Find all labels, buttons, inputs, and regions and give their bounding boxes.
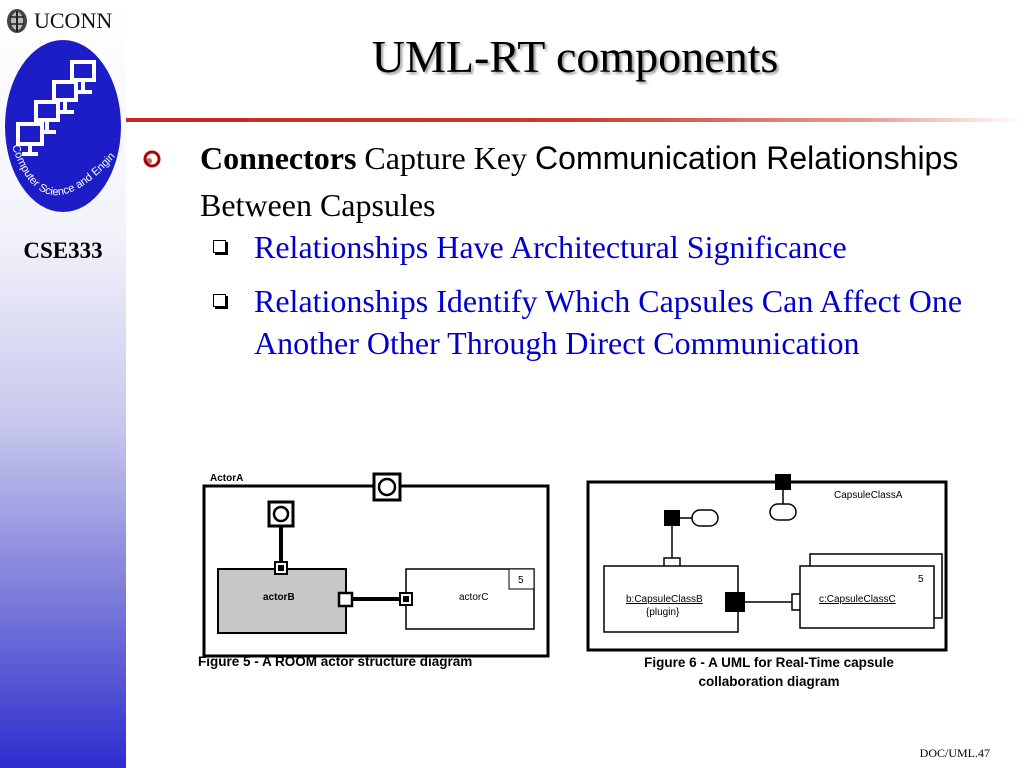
course-code: CSE333 <box>23 238 103 263</box>
title-divider <box>126 118 1024 122</box>
page-reference: DOC/UML.47 <box>919 746 990 760</box>
uconn-wordmark: UCONN <box>34 8 113 33</box>
main-bullet-text: Connectors Capture Key Communication Rel… <box>200 138 1000 232</box>
figure-6-caption-line1: Figure 6 - A UML for Real-Time capsule <box>644 655 894 670</box>
capsuleC-name: c:CapsuleClassC <box>819 594 896 605</box>
figure-5-room-diagram: ActorA actorB 5 actorC Figure 5 - A ROOM… <box>198 472 550 669</box>
figure-6-caption-line2: collaboration diagram <box>698 674 839 689</box>
slide-title: UML-RT components <box>371 31 779 82</box>
figure-6-uml-rt-diagram: CapsuleClassA b:CapsuleClassB {plugin} 5… <box>586 474 948 689</box>
main-bullet-part3: Communication Relationships <box>535 140 959 176</box>
capsuleA-top-port <box>775 474 791 490</box>
circle-bullet-icon <box>143 150 161 168</box>
capsuleC-multiplicity: 5 <box>918 574 924 585</box>
actorA-label: ActorA <box>210 473 243 484</box>
uconn-seal-icon <box>7 9 27 33</box>
uconn-brand: UCONN <box>4 6 112 36</box>
capsuleC-box <box>799 565 935 629</box>
actorC-label: actorC <box>459 592 488 603</box>
main-bullet-keyword: Connectors <box>200 140 357 176</box>
actorB-box <box>217 568 347 634</box>
actorB-label: actorB <box>263 592 295 603</box>
sub-bullet-2: Relationships Identify Which Capsules Ca… <box>254 283 963 361</box>
capsuleA-label: CapsuleClassA <box>834 490 903 501</box>
left-end-port <box>664 510 680 526</box>
sidebar: UCONN Computer Science and Engineering C… <box>0 0 126 768</box>
sub-bullet-1: Relationships Have Architectural Signifi… <box>254 229 847 265</box>
cse-network-logo: Computer Science and Engineering <box>2 38 121 212</box>
capsuleB-stereotype: {plugin} <box>646 607 680 618</box>
main-bullet-part2: Capture Key <box>356 140 536 176</box>
figure-5-caption: Figure 5 - A ROOM actor structure diagra… <box>198 654 472 669</box>
capsuleB-name: b:CapsuleClassB <box>626 594 703 605</box>
square-bullet-icon <box>213 294 226 307</box>
main-bullet-part4: Between Capsules <box>200 187 436 223</box>
actorC-multiplicity: 5 <box>518 575 524 586</box>
square-bullet-icon <box>213 240 226 253</box>
